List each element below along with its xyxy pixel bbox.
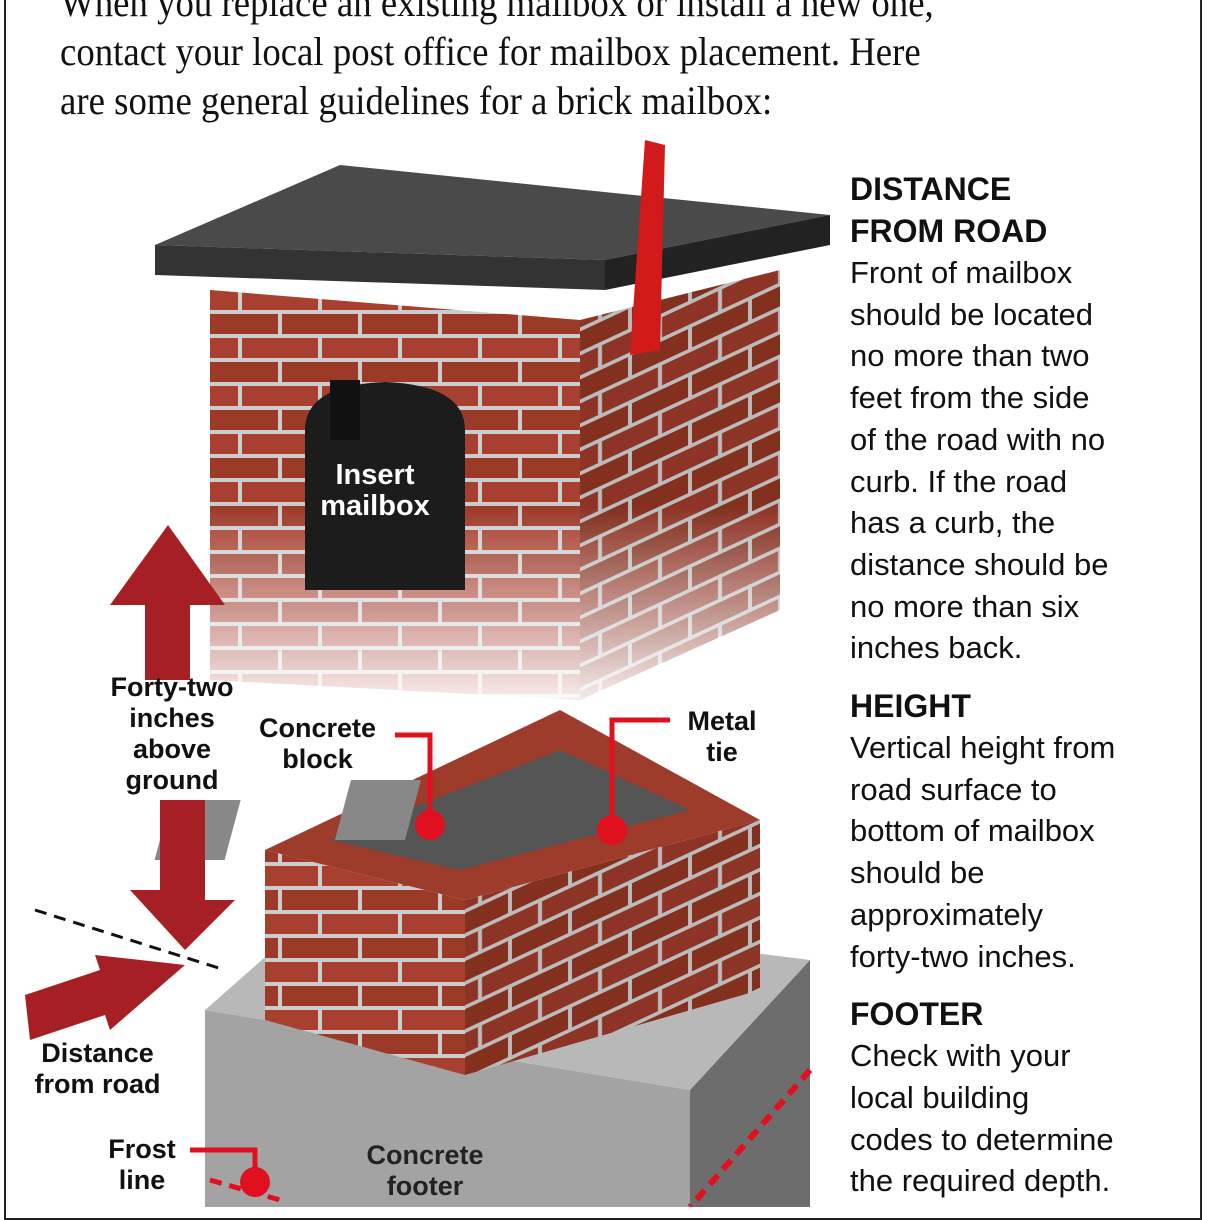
label-distance: Distance from road [20,1038,175,1100]
section-height: HEIGHT Vertical height from road surface … [850,685,1200,977]
label-line: from road [34,1069,161,1099]
label-height: Forty-two inches above ground [92,672,252,796]
guidelines-column: DISTANCE FROM ROAD Front of mailbox shoul… [850,168,1200,1218]
intro-line: are some general guidelines for a brick … [60,78,773,123]
body-line: bottom of mailbox [850,813,1095,849]
road-dashed-line [34,908,226,972]
mailbox [305,380,465,590]
body-line: Front of mailbox [850,255,1073,290]
label-concrete-block: Concrete block [245,713,390,775]
metal-tie-pointer [609,717,670,830]
body-line: no more than six [850,588,1080,624]
label-line: tie [706,737,738,767]
concrete-block-pointer-dot [415,810,445,840]
body-line: should be located [850,296,1094,332]
label-insert-mailbox: Insert mailbox [310,460,440,522]
body-line: distance should be [850,546,1109,582]
body-line: codes to determine [850,1121,1114,1157]
body-line: the required depth. [850,1163,1111,1199]
section-heading: FROM ROAD [850,213,1048,249]
label-line: line [118,1165,166,1195]
metal-tie-pointer-dot [597,815,627,845]
label-line: block [282,744,353,774]
label-frost-line: Frost line [92,1134,192,1196]
body-line: feet from the side [850,380,1090,416]
intro-line: contact your local post office for mailb… [60,29,921,74]
frost-line-pointer-dot [240,1167,270,1197]
section-heading: HEIGHT [850,688,971,725]
label-line: Frost [108,1134,176,1164]
label-line: footer [386,1171,464,1201]
label-line: inches [129,703,215,733]
concrete-block-course [154,710,760,1075]
section-distance: DISTANCE FROM ROAD Front of mailbox shoul… [850,168,1200,669]
body-line: of the road with no [850,421,1106,457]
intro-line: When you replace an existing mailbox or … [60,0,934,25]
distance-arrow [25,955,185,1040]
concrete-block-pointer [395,732,433,825]
section-heading: FOOTER [850,996,984,1033]
label-line: mailbox [320,490,430,522]
mailbox-cap [155,165,830,290]
label-metal-tie: Metal tie [672,706,772,768]
label-concrete-footer: Concrete footer [350,1140,500,1202]
section-footer: FOOTER Check with your local building code… [850,993,1200,1202]
body-line: should be [850,855,985,891]
label-line: Forty-two [110,672,234,702]
body-line: Vertical height from [850,730,1116,766]
body-line: curb. If the road [850,463,1068,499]
intro-text: When you replace an existing mailbox or … [60,0,1072,125]
label-line: above [132,734,212,764]
label-line: Distance [41,1038,154,1068]
body-line: approximately [850,896,1043,932]
section-heading: DISTANCE [850,171,1012,207]
body-line: road surface to [850,771,1057,807]
section-body: Vertical height from road surface to botto… [850,727,1200,977]
label-line: Metal [687,706,757,736]
height-arrow [110,525,235,950]
section-body: Check with your local building codes to de… [850,1035,1200,1202]
label-line: Concrete [258,713,377,743]
body-line: has a curb, the [850,505,1056,541]
frost-line-right [687,1068,813,1207]
body-line: Check with your [850,1038,1071,1074]
brick-column [210,270,780,700]
body-line: no more than two [850,338,1090,374]
mailbox-flag [630,140,665,355]
body-line: forty-two inches. [850,938,1076,974]
label-line: Concrete [366,1140,484,1170]
label-line: ground [125,765,219,795]
body-line: inches back. [850,630,1023,666]
label-line: Insert [335,459,415,491]
body-line: local building [850,1079,1030,1115]
section-body: Front of mailbox should be located no more… [850,252,1200,669]
frost-line [209,1177,281,1203]
